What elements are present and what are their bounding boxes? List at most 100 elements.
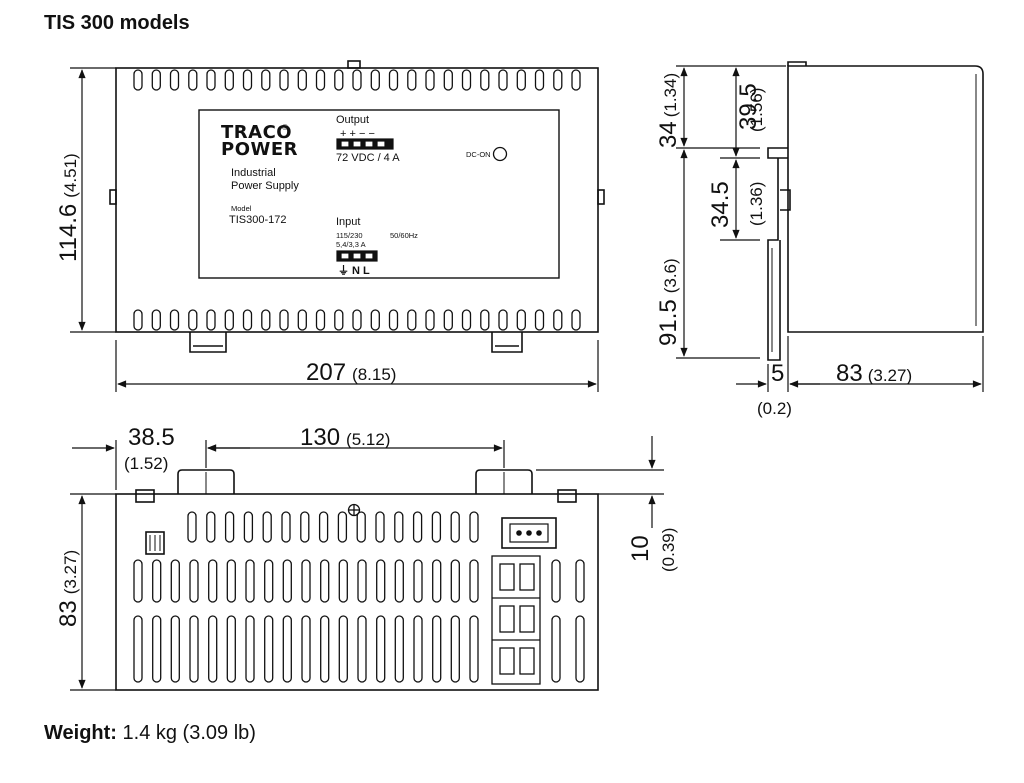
bottom-vent-row-3 [133,615,585,683]
vent-slot [297,309,307,331]
vent-slot [461,69,472,91]
input-voltage: 115/230 [336,231,363,240]
model-number: TIS300-172 [229,214,286,226]
vent-slot [224,69,234,91]
side-91-5-label: 91.5(3.6) [655,258,682,346]
vent-slot [170,559,180,603]
vent-slot [407,309,417,331]
vent-slot [450,511,460,543]
vent-slot [315,69,326,91]
output-terminal-block [336,138,394,150]
side-rail-clip [767,158,781,361]
bottom-potentiometer [145,531,165,555]
vent-slot [432,615,442,683]
vent-slot [318,511,329,543]
weight-value: 1.4 kg (3.09 lb) [122,722,256,744]
vent-slot [357,559,367,603]
vent-slot [571,309,581,331]
screw-icon [347,503,361,517]
vent-slot [206,511,216,543]
bottom-left-clip [177,469,235,494]
vent-slot [224,309,234,331]
vent-slot [338,615,348,683]
front-label-panel [198,109,560,279]
vent-slot [357,615,367,683]
vent-slot [170,615,180,683]
vent-slot [352,69,362,91]
vent-slot [388,69,399,91]
side-34-5-label: 34.5 [707,181,734,228]
front-width-label: 207(8.15) [306,359,396,386]
side-rail-screw [780,189,791,211]
product-line-2: Power Supply [231,180,299,192]
vent-slot [226,615,236,683]
vent-slot [412,511,423,543]
vent-slot [297,69,307,91]
dc-on-led-icon [492,146,508,162]
bottom-view [115,469,599,691]
bottom-vent-row-2 [133,559,585,603]
side-rail-upper-hook [767,147,788,159]
front-bottom-vent-slots [133,309,581,331]
vent-slot [431,511,442,543]
vent-slot [370,309,380,331]
vent-slot [375,511,385,543]
vent-slot [450,615,460,683]
vent-slot [443,69,453,91]
product-line-1: Industrial [231,167,276,179]
vent-slot [443,309,453,331]
vent-slot [469,559,479,603]
vent-slot [352,309,362,331]
vent-slot [551,615,561,683]
input-current: 5,4/3,3 A [336,240,366,249]
bottom-clip-height-inch-label: (0.39) [659,528,678,572]
vent-slot [553,309,563,331]
front-right-notch [597,189,605,205]
front-left-notch [109,189,117,205]
bottom-clip-height-label: 10 [627,535,654,562]
vent-slot [425,69,435,91]
bottom-left-offset-label: 38.5 [128,424,175,451]
vent-slot [334,69,344,91]
vent-slot [498,69,508,91]
vent-slot [262,511,272,543]
vent-slot [151,309,161,331]
bottom-output-connector [501,517,557,549]
bottom-right-clip [475,469,533,494]
vent-slot [315,309,326,331]
front-housing-outline [115,67,599,333]
vent-slot [242,69,253,91]
side-depth-label: 83(3.27) [836,360,912,387]
bottom-dimensions [70,436,664,691]
vent-slot [356,511,366,543]
side-view [767,61,984,361]
vent-slot [208,559,218,603]
vent-slot [187,511,197,543]
vent-slot [206,69,216,91]
vent-slot [407,69,417,91]
side-34-5-inch-label: (1.36) [747,182,766,226]
side-34-label: 34(1.34) [655,73,682,148]
vent-slot [242,309,253,331]
side-39-5-label: 39.5 [735,83,762,130]
output-polarity: + + − − [340,128,375,140]
logo-traco: TRACO [221,122,292,143]
front-right-clip [491,332,523,353]
vent-slot [151,69,161,91]
model-caption: Model [231,204,252,213]
bottom-depth-label: 83(3.27) [55,550,82,627]
side-top-tab [787,61,807,66]
vent-slot [551,559,561,603]
vent-slot [245,559,255,603]
bottom-input-connector [491,555,541,685]
vent-slot [413,615,423,683]
front-top-vent-slots [133,69,581,91]
vent-slot [224,511,235,543]
bottom-housing-outline [115,493,599,691]
vent-slot [461,309,472,331]
vent-slot [282,615,292,683]
vent-slot [261,309,271,331]
vent-slot [469,511,479,543]
vent-slot [334,309,344,331]
vent-slot [281,511,291,543]
